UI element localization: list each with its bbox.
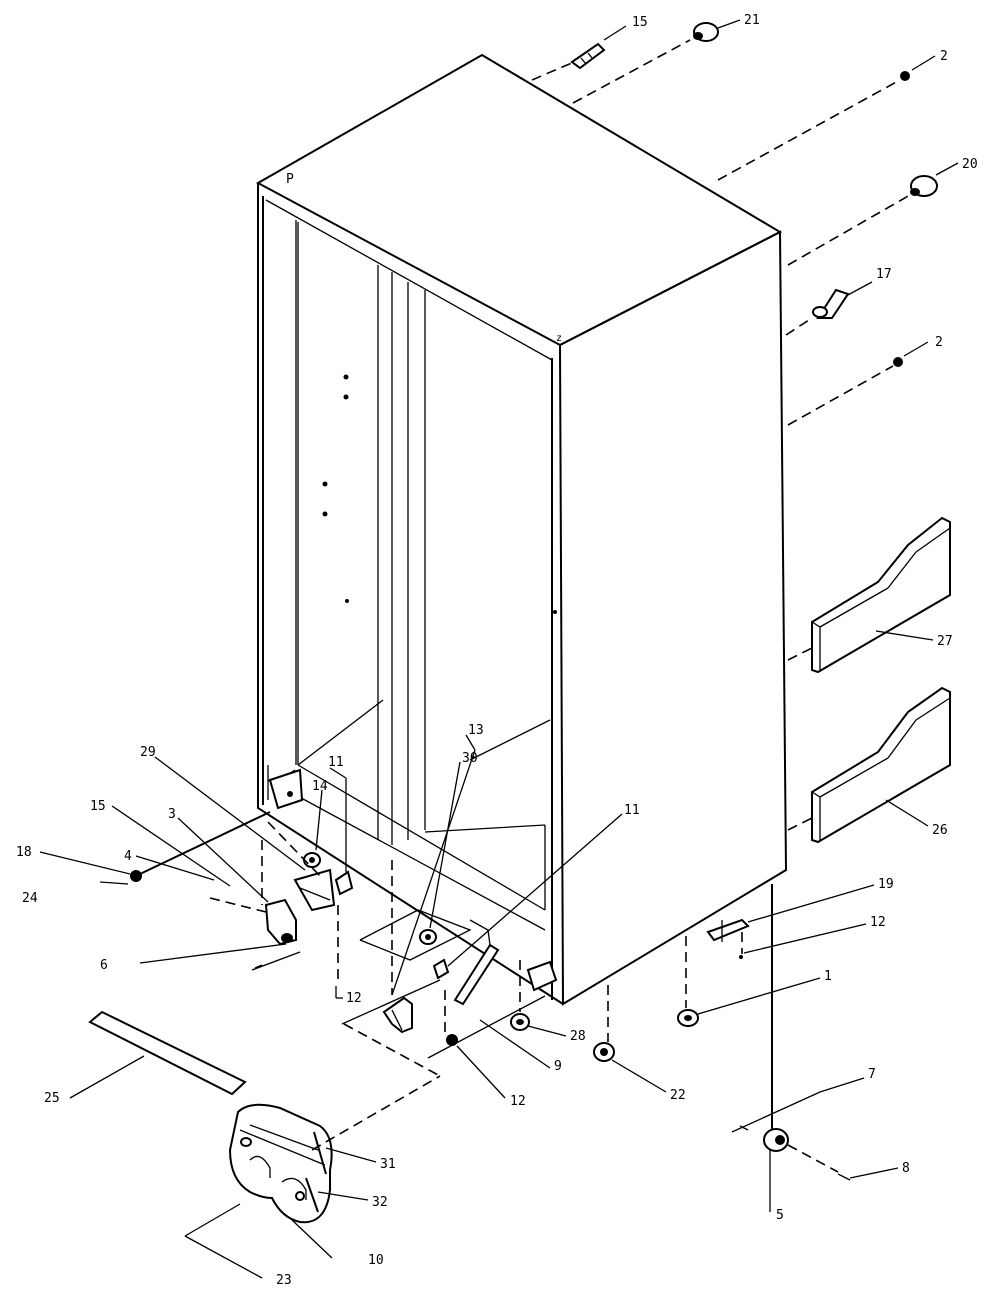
callout-2-mid: 2 bbox=[935, 335, 943, 350]
callout-18: 18 bbox=[16, 845, 32, 860]
bracket-10-assembly bbox=[184, 1023, 441, 1279]
callout-21: 21 bbox=[744, 13, 760, 28]
bracket-13 bbox=[382, 996, 413, 1034]
callout-12-right: 12 bbox=[870, 915, 886, 930]
plug-21 bbox=[572, 19, 741, 104]
callout-8: 8 bbox=[902, 1161, 910, 1176]
callout-5: 5 bbox=[776, 1208, 784, 1223]
callout-1: 1 bbox=[824, 969, 832, 984]
screw-2-mid bbox=[787, 341, 929, 426]
side-panel-26 bbox=[787, 686, 951, 844]
svg-text:z: z bbox=[556, 333, 562, 344]
cabinet: P z bbox=[255, 53, 788, 1006]
tube-9 bbox=[453, 919, 551, 1069]
screw-2-top bbox=[717, 55, 936, 181]
callout-4: 4 bbox=[124, 849, 132, 864]
callout-27: 27 bbox=[937, 634, 953, 649]
callout-30: 30 bbox=[462, 751, 478, 766]
callout-7: 7 bbox=[868, 1067, 876, 1082]
hinge-pin-15-top bbox=[531, 25, 627, 81]
plug-20 bbox=[787, 162, 959, 266]
callout-19: 19 bbox=[878, 877, 894, 892]
callout-17: 17 bbox=[876, 267, 892, 282]
callout-13: 13 bbox=[468, 723, 484, 738]
callout-15-left: 15 bbox=[90, 799, 106, 814]
svg-text:P: P bbox=[286, 172, 294, 187]
bracket-3-area bbox=[268, 768, 336, 912]
leader-lines-left bbox=[111, 756, 321, 903]
callout-6: 6 bbox=[100, 958, 108, 973]
callout-12-bottom: 12 bbox=[510, 1094, 526, 1109]
screw-30 bbox=[419, 761, 461, 945]
callout-10: 10 bbox=[368, 1253, 384, 1268]
screw-12-right bbox=[739, 923, 867, 959]
callout-14: 14 bbox=[312, 779, 328, 794]
callout-26: 26 bbox=[932, 823, 948, 838]
callout-2-top: 2 bbox=[940, 49, 948, 64]
callout-31: 31 bbox=[380, 1157, 396, 1172]
callout-24: 24 bbox=[22, 891, 38, 906]
callout-22: 22 bbox=[670, 1088, 686, 1103]
bracket-17 bbox=[785, 281, 873, 336]
callout-11-left: 11 bbox=[328, 755, 344, 770]
callout-labels: 15 21 2 20 17 2 27 26 19 12 1 7 8 5 22 2… bbox=[16, 13, 978, 1288]
hinge-19 bbox=[706, 884, 875, 942]
strip-25 bbox=[69, 1010, 247, 1099]
roller-5-assembly bbox=[731, 884, 899, 1212]
hinge-6-assembly bbox=[139, 840, 301, 971]
rod-18 bbox=[39, 811, 271, 885]
clip-11-left bbox=[329, 767, 354, 896]
callout-11-right: 11 bbox=[624, 803, 640, 818]
callout-29: 29 bbox=[140, 745, 156, 760]
callout-12-left: 12 bbox=[346, 991, 362, 1006]
screw-12-left bbox=[335, 905, 343, 999]
callout-9: 9 bbox=[554, 1059, 562, 1074]
callout-15-top: 15 bbox=[632, 15, 648, 30]
callout-20: 20 bbox=[962, 157, 978, 172]
bracket-28 bbox=[510, 960, 567, 1037]
callout-25: 25 bbox=[44, 1091, 60, 1106]
clip-11-right bbox=[432, 813, 623, 980]
cover-13-area bbox=[341, 734, 476, 1025]
side-panel-27 bbox=[787, 516, 951, 674]
callout-32: 32 bbox=[372, 1195, 388, 1210]
callout-3: 3 bbox=[168, 807, 176, 822]
leveler-1 bbox=[677, 936, 821, 1027]
leveler-22 bbox=[593, 985, 667, 1093]
screw-12-bottom bbox=[427, 990, 546, 1099]
callout-28: 28 bbox=[570, 1029, 586, 1044]
callout-23: 23 bbox=[276, 1273, 292, 1288]
